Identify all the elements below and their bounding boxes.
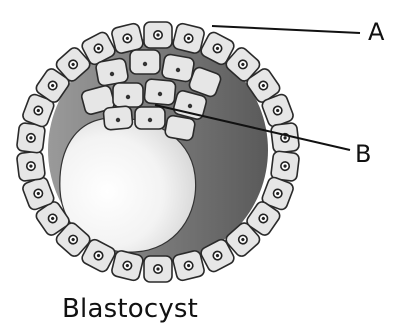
trophoblast-cell <box>16 151 45 182</box>
trophoblast-cell <box>144 22 172 48</box>
label-a-pointer <box>212 26 360 33</box>
label-a: A <box>368 20 384 44</box>
diagram-caption: Blastocyst <box>62 296 198 322</box>
inner-cell-nucleus <box>158 92 162 96</box>
inner-cell-nucleus <box>176 68 180 72</box>
inner-cell-nucleus <box>143 62 147 66</box>
inner-cell-mass-cell <box>164 115 195 142</box>
inner-cell-nucleus <box>116 118 120 122</box>
inner-cell-nucleus <box>126 95 130 99</box>
inner-cell-nucleus <box>148 118 152 122</box>
label-b: B <box>355 142 371 166</box>
trophoblast-cell <box>111 250 144 282</box>
trophoblast-cell <box>144 256 172 282</box>
inner-cell-nucleus <box>188 104 192 108</box>
inner-cell-nucleus <box>110 72 114 76</box>
trophoblast-cell <box>172 22 205 54</box>
trophoblast-cell <box>172 250 205 282</box>
